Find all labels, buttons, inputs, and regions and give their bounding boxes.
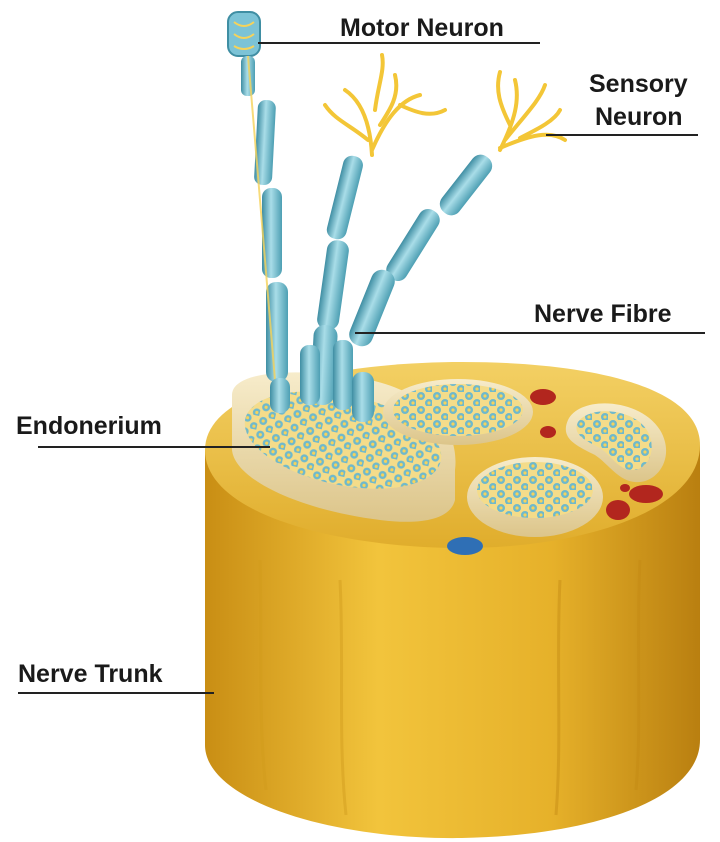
motor-neuron-fibre [228,12,288,392]
motor-neuron-leader [258,42,540,44]
endonerium-leader [38,446,270,448]
motor-neuron-label: Motor Neuron [340,14,504,43]
fascicle-bottom [467,457,603,537]
nerve-fibre-label: Nerve Fibre [534,300,672,329]
nerve-trunk-leader [18,692,214,694]
nerve-trunk-label: Nerve Trunk [18,660,163,689]
sensory-neuron-label-line2: Neuron [595,103,683,132]
sensory-neuron-leader [546,134,698,136]
endonerium-label: Endonerium [16,412,162,441]
sensory-neuron-fibre-right [346,72,565,350]
sensory-neuron-label-line1: Sensory [589,70,688,99]
nerve-fibre-leader [355,332,705,334]
fascicle-top [383,379,533,445]
